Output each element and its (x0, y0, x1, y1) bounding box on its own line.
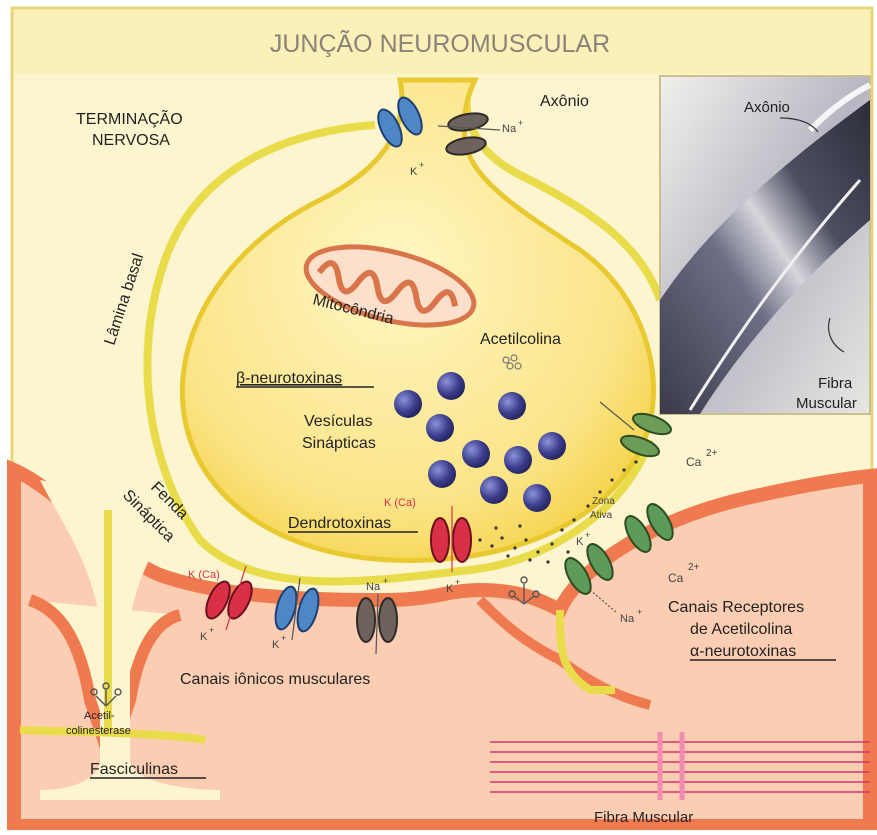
fasciculins-label: Fasciculinas (90, 761, 178, 778)
ion-na-muscle: Na (366, 581, 381, 593)
muscle-channels-label: Canais iônicos musculares (180, 671, 370, 688)
charge-na-muscle: + (383, 576, 388, 586)
beta-neurotoxins-label: β-neurotoxinas (236, 370, 342, 387)
vesicle (462, 440, 490, 468)
charge-na-top: + (518, 118, 523, 128)
nerve-terminal-label-2: NERVOSA (92, 132, 170, 149)
charge-ca-receptor: 2+ (688, 562, 700, 573)
charge-k-receptor: + (585, 530, 590, 540)
muscle-fiber-label: Fibra Muscular (594, 809, 693, 826)
vesicle (437, 372, 465, 400)
active-zone-label-2: Ativa (590, 510, 613, 521)
receptor-channels-label-1: Canais Receptores (668, 599, 804, 616)
vesicles-label-2: Sinápticas (302, 435, 376, 452)
vesicle (523, 484, 551, 512)
micrograph-inset (660, 76, 870, 414)
acetylcholine-label: Acetilcolina (480, 331, 561, 348)
vesicle (428, 460, 456, 488)
nerve-terminal-label-1: TERMINAÇÃO (76, 108, 183, 128)
ion-k-kca: K (446, 583, 454, 595)
charge-ca-top: 2+ (706, 448, 718, 459)
kca-label-left: K (Ca) (188, 569, 220, 581)
diagram-title: JUNÇÃO NEUROMUSCULAR (270, 29, 610, 58)
charge-k-muscle-2: + (281, 633, 286, 643)
ion-k-receptor: K (576, 536, 584, 548)
vesicle (394, 390, 422, 418)
dendrotoxins-label: Dendrotoxinas (288, 515, 391, 532)
ion-ca-top: Ca (686, 455, 702, 469)
micro-fiber-label-1: Fibra (818, 375, 853, 392)
charge-k-kca: + (455, 577, 460, 587)
receptor-channels-label-2: de Acetilcolina (690, 621, 792, 638)
charge-na-receptor: + (637, 607, 642, 617)
vesicle (426, 414, 454, 442)
vesicle (504, 446, 532, 474)
active-zone-label-1: Zona (592, 496, 615, 507)
ion-ca-receptor: Ca (668, 571, 684, 585)
ion-k-muscle-1: K (200, 631, 208, 643)
charge-k-muscle-1: + (209, 625, 214, 635)
acetylcholinesterase-label-2: colinesterase (66, 725, 131, 737)
ion-k-muscle-2: K (272, 639, 280, 651)
vesicle (480, 476, 508, 504)
kca-label-top: K (Ca) (384, 497, 416, 509)
ion-na-receptor: Na (620, 613, 635, 625)
ion-k-top: K (410, 166, 418, 178)
alpha-neurotoxins-label: α-neurotoxinas (690, 643, 796, 660)
axon-label: Axônio (540, 93, 589, 110)
vesicle (498, 392, 526, 420)
vesicles-label-1: Vesículas (304, 413, 372, 430)
micro-axon-label: Axônio (744, 99, 790, 116)
acetylcholinesterase-label-1: Acetil- (84, 710, 115, 722)
micro-fiber-label-2: Muscular (796, 395, 857, 412)
charge-k-top: + (419, 160, 424, 170)
vesicle (538, 432, 566, 460)
ion-na-top: Na (502, 123, 517, 135)
